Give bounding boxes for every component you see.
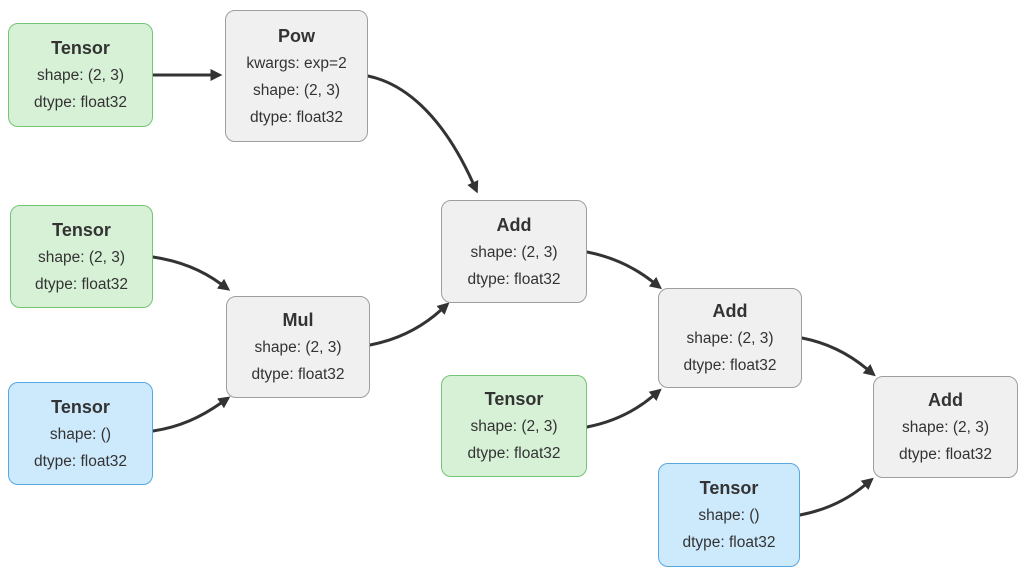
node-add-2: Add shape: (2, 3) dtype: float32 bbox=[658, 288, 802, 388]
node-shape-line: shape: () bbox=[49, 425, 112, 443]
node-shape-line: shape: (2, 3) bbox=[686, 330, 774, 347]
node-dtype-line: dtype: float32 bbox=[898, 446, 993, 463]
node-title: Add bbox=[712, 301, 748, 321]
edge-tensor-e-add-3 bbox=[798, 477, 874, 517]
node-shape-line: shape: (2, 3) bbox=[470, 243, 558, 261]
node-shape-line: shape: (2, 3) bbox=[37, 248, 126, 266]
node-title: Tensor bbox=[699, 478, 759, 498]
node-shape-line: shape: () bbox=[698, 507, 760, 524]
node-title: Add bbox=[928, 390, 963, 410]
node-tensor-e: Tensor shape: () dtype: float32 bbox=[658, 463, 800, 567]
edge-add-1-add-2 bbox=[585, 250, 662, 290]
node-title: Tensor bbox=[51, 38, 110, 58]
node-shape-line: shape: (2, 3) bbox=[254, 339, 342, 356]
edge-pow-add-1 bbox=[366, 74, 479, 194]
node-title: Tensor bbox=[484, 389, 544, 409]
node-pow: Pow kwargs: exp=2 shape: (2, 3) dtype: f… bbox=[225, 10, 368, 142]
node-shape-line: shape: (2, 3) bbox=[252, 81, 341, 99]
node-dtype-line: dtype: float32 bbox=[683, 357, 777, 374]
node-dtype-line: dtype: float32 bbox=[33, 452, 128, 470]
node-title: Add bbox=[496, 214, 532, 235]
node-kwargs-line: kwargs: exp=2 bbox=[246, 54, 347, 72]
node-shape-line: shape: (2, 3) bbox=[470, 418, 558, 435]
node-shape-line: shape: (2, 3) bbox=[901, 419, 990, 436]
edge-tensor-d-add-2 bbox=[585, 388, 662, 429]
node-shape-line: shape: (2, 3) bbox=[36, 67, 125, 84]
edge-tensor-c-mul bbox=[151, 396, 231, 433]
node-dtype-line: dtype: float32 bbox=[33, 94, 128, 111]
node-tensor-a: Tensor shape: (2, 3) dtype: float32 bbox=[8, 23, 153, 127]
node-dtype-line: dtype: float32 bbox=[467, 270, 561, 288]
node-title: Pow bbox=[277, 25, 315, 46]
node-add-3: Add shape: (2, 3) dtype: float32 bbox=[873, 376, 1018, 478]
node-dtype-line: dtype: float32 bbox=[34, 275, 129, 293]
node-dtype-line: dtype: float32 bbox=[249, 108, 344, 126]
node-tensor-d: Tensor shape: (2, 3) dtype: float32 bbox=[441, 375, 587, 477]
node-title: Tensor bbox=[51, 396, 110, 417]
edge-tensor-b-mul bbox=[151, 255, 231, 291]
node-dtype-line: dtype: float32 bbox=[467, 445, 561, 462]
edge-mul-add-1 bbox=[368, 302, 450, 347]
node-tensor-b: Tensor shape: (2, 3) dtype: float32 bbox=[10, 205, 153, 308]
node-dtype-line: dtype: float32 bbox=[251, 366, 345, 383]
node-title: Tensor bbox=[52, 219, 111, 240]
node-title: Mul bbox=[282, 310, 314, 330]
edge-add-2-add-3 bbox=[800, 336, 876, 377]
node-tensor-c: Tensor shape: () dtype: float32 bbox=[8, 382, 153, 485]
node-add-1: Add shape: (2, 3) dtype: float32 bbox=[441, 200, 587, 303]
node-dtype-line: dtype: float32 bbox=[682, 534, 776, 551]
node-mul: Mul shape: (2, 3) dtype: float32 bbox=[226, 296, 370, 398]
